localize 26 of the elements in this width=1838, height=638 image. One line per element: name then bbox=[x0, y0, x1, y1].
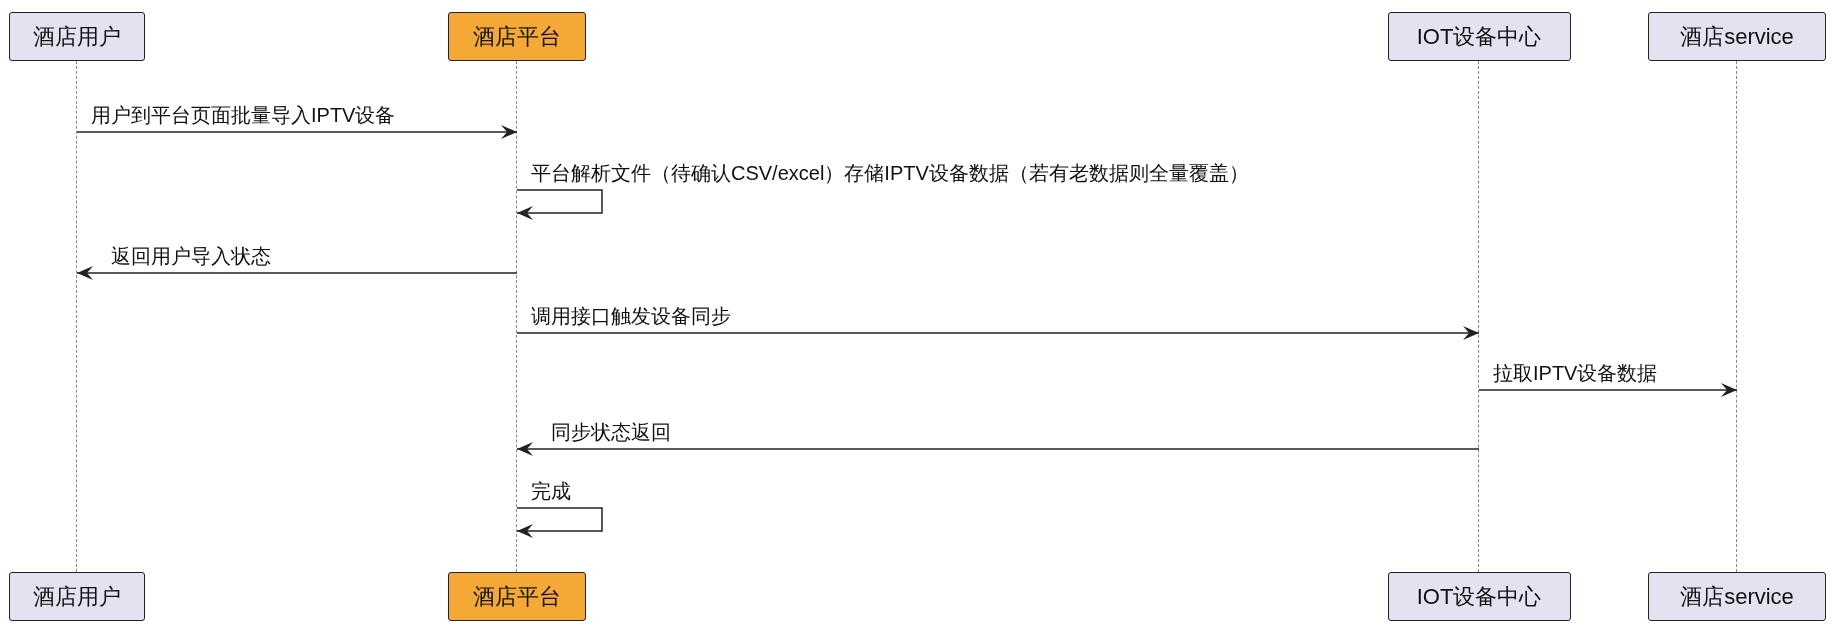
edge-label: 调用接口触发设备同步 bbox=[531, 304, 731, 328]
participant-box: 酒店平台 bbox=[448, 12, 586, 61]
participant-box: 酒店平台 bbox=[448, 572, 586, 621]
edge-label: 平台解析文件（待确认CSV/excel）存储IPTV设备数据（若有老数据则全量覆盖） bbox=[531, 161, 1249, 185]
message-arrow bbox=[76, 125, 518, 139]
participant-box: 酒店service bbox=[1648, 12, 1826, 61]
message-arrow bbox=[1478, 383, 1738, 397]
self-message-arrow bbox=[516, 189, 603, 220]
message-arrow bbox=[516, 326, 1480, 340]
edge-label: 拉取IPTV设备数据 bbox=[1493, 361, 1658, 385]
message-arrow bbox=[76, 266, 518, 280]
lifeline bbox=[1478, 61, 1480, 572]
participant-box: 酒店用户 bbox=[9, 572, 145, 621]
participant-box: 酒店用户 bbox=[9, 12, 145, 61]
message-arrow bbox=[516, 442, 1480, 456]
edge-label: 用户到平台页面批量导入IPTV设备 bbox=[91, 103, 396, 127]
participant-box: 酒店service bbox=[1648, 572, 1826, 621]
lifeline bbox=[516, 61, 518, 572]
lifeline bbox=[1736, 61, 1738, 572]
lifeline bbox=[76, 61, 78, 572]
edge-label: 完成 bbox=[531, 479, 571, 503]
self-message-arrow bbox=[516, 507, 603, 538]
participant-box: IOT设备中心 bbox=[1387, 12, 1571, 61]
edge-label: 同步状态返回 bbox=[551, 420, 671, 444]
edge-label: 返回用户导入状态 bbox=[111, 244, 271, 268]
participant-box: IOT设备中心 bbox=[1387, 572, 1571, 621]
